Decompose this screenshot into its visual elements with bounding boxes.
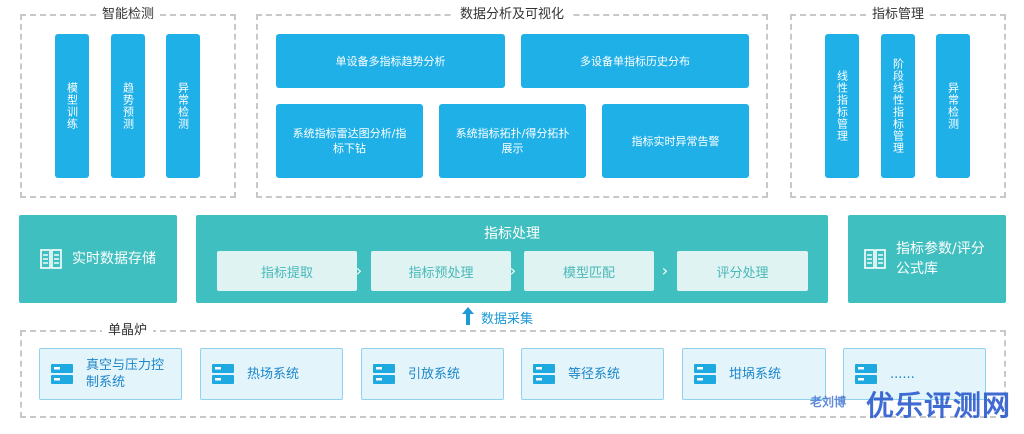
- server-icon: [694, 364, 716, 384]
- system-constant-diameter[interactable]: 等径系统: [521, 348, 664, 400]
- box-manage-anomaly-detection[interactable]: 异常检测: [936, 34, 970, 178]
- arrow-up-icon: [462, 307, 474, 325]
- step-scoring[interactable]: 评分处理: [677, 251, 808, 291]
- box-model-training[interactable]: 模型训练: [55, 34, 89, 178]
- server-icon: [212, 364, 234, 384]
- box-realtime-alarm[interactable]: 指标实时异常告警: [602, 104, 749, 178]
- box-trend-prediction[interactable]: 趋势预测: [111, 34, 145, 178]
- database-icon: [40, 249, 62, 269]
- step-indicator-extraction[interactable]: 指标提取: [217, 251, 357, 291]
- box-radar-analysis[interactable]: 系统指标雷达图分析/指标下钻: [276, 104, 423, 178]
- box-anomaly-detection[interactable]: 异常检测: [166, 34, 200, 178]
- system-more[interactable]: ......: [843, 348, 986, 400]
- watermark-author: 老刘博: [810, 395, 847, 409]
- box-parameter-library[interactable]: 指标参数/评分公式库: [848, 215, 1006, 303]
- system-label: 坩埚系统: [729, 366, 782, 382]
- box-realtime-storage[interactable]: 实时数据存储: [19, 215, 177, 303]
- chevron-right-icon: ›: [355, 261, 363, 280]
- system-label: ......: [890, 366, 915, 382]
- box-linear-indicator[interactable]: 线性指标管理: [825, 34, 859, 178]
- box-topology-display[interactable]: 系统指标拓扑/得分拓扑展示: [439, 104, 586, 178]
- box-stage-linear-indicator[interactable]: 阶段线性指标管理: [881, 34, 915, 178]
- system-label: 热场系统: [247, 366, 300, 382]
- data-collection-label: 数据采集: [481, 312, 534, 327]
- step-model-matching[interactable]: 模型匹配: [524, 251, 654, 291]
- group-title: 智能检测: [95, 6, 161, 24]
- box-single-device-trend[interactable]: 单设备多指标趋势分析: [276, 34, 505, 88]
- system-thermal-field[interactable]: 热场系统: [200, 348, 343, 400]
- group-intelligent-detection: 智能检测: [20, 6, 236, 198]
- library-label: 指标参数/评分公式库: [896, 241, 985, 277]
- box-label: 系统指标雷达图分析/指标下钻: [292, 127, 407, 155]
- processing-title: 指标处理: [484, 226, 540, 242]
- system-vacuum-pressure[interactable]: 真空与压力控制系统: [39, 348, 182, 400]
- chevron-right-icon: ›: [661, 261, 669, 280]
- box-label: 系统指标拓扑/得分拓扑展示: [455, 127, 570, 155]
- server-icon: [373, 364, 395, 384]
- server-icon: [51, 364, 73, 384]
- system-label: 等径系统: [568, 366, 621, 382]
- system-label: 引放系统: [408, 366, 461, 382]
- server-icon: [533, 364, 555, 384]
- group-data-analysis: 数据分析及可视化: [256, 6, 768, 198]
- system-crucible[interactable]: 坩埚系统: [682, 348, 826, 400]
- database-icon: [864, 249, 886, 269]
- server-icon: [855, 364, 877, 384]
- group-single-crystal-furnace: 单晶炉: [20, 322, 1006, 418]
- watermark-site: 优乐评测网: [866, 389, 1012, 422]
- box-multi-device-history[interactable]: 多设备单指标历史分布: [521, 34, 749, 88]
- storage-label: 实时数据存储: [72, 251, 156, 267]
- system-seeding[interactable]: 引放系统: [361, 348, 504, 400]
- group-title: 指标管理: [865, 6, 931, 24]
- group-indicator-management: 指标管理: [790, 6, 1006, 198]
- group-title: 单晶炉: [102, 322, 154, 340]
- panel-indicator-processing: 指标处理 指标提取 › 指标预处理 › 模型匹配 › 评分处理: [196, 215, 828, 303]
- system-label: 真空与压力控制系统: [86, 358, 165, 390]
- chevron-right-icon: ›: [509, 261, 517, 280]
- group-title: 数据分析及可视化: [453, 6, 571, 24]
- step-preprocessing[interactable]: 指标预处理: [371, 251, 511, 291]
